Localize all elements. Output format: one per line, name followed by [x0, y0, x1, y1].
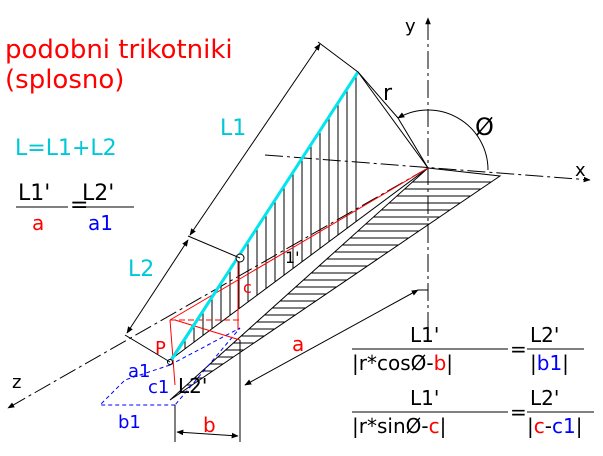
svg-text:L2': L2': [82, 181, 114, 206]
label-L1prime: 1': [285, 248, 300, 267]
svg-text:L2': L2': [530, 323, 559, 347]
dimension-a: [174, 289, 428, 442]
label-L1: L1: [220, 116, 246, 141]
upper-triangle: [169, 71, 429, 361]
formula-2: L1' |r*cosØ-b| = L2' |b1|: [352, 323, 584, 375]
label-c: c: [243, 278, 252, 297]
svg-text:L1': L1': [410, 323, 439, 347]
svg-text:|r*sinØ-c|: |r*sinØ-c|: [352, 414, 446, 438]
title-line1: podobni trikotniki: [5, 35, 233, 65]
label-phi: Ø: [475, 113, 494, 141]
label-a1: a1: [128, 361, 150, 382]
formula-1: L1' a = L2' a1: [16, 181, 134, 235]
label-b: b: [203, 413, 216, 437]
label-a: a: [292, 332, 304, 356]
label-c1: c1: [148, 377, 169, 398]
svg-text:L1': L1': [410, 386, 439, 410]
label-b1: b1: [118, 412, 141, 433]
formula-3: L1' |r*sinØ-c| = L2' |c-c1|: [352, 386, 594, 438]
title-line2: (splosno): [5, 65, 124, 95]
svg-text:|b1|: |b1|: [530, 351, 569, 375]
svg-text:=: =: [510, 400, 527, 424]
small-triangle-blue: [98, 327, 241, 406]
title: podobni trikotniki (splosno): [5, 35, 233, 95]
label-r: r: [383, 81, 393, 106]
label-axis-y: y: [405, 16, 416, 37]
svg-text:a: a: [32, 211, 44, 235]
svg-text:=: =: [70, 193, 88, 218]
line-L-cyan: [168, 71, 360, 363]
svg-text:L1': L1': [18, 181, 50, 206]
svg-text:|c-c1|: |c-c1|: [527, 414, 582, 438]
label-axis-x: x: [575, 160, 586, 181]
label-axis-z: z: [12, 372, 21, 393]
label-L-sum: L=L1+L2: [15, 136, 117, 161]
dimension-L: [124, 41, 359, 363]
label-L2prime: L2': [178, 374, 207, 398]
radius-r: [357, 71, 489, 171]
svg-text:a1: a1: [88, 211, 113, 235]
svg-text:=: =: [510, 337, 527, 361]
svg-text:L2': L2': [530, 386, 559, 410]
label-P: P: [155, 338, 166, 359]
svg-text:|r*cosØ-b|: |r*cosØ-b|: [352, 351, 453, 375]
label-L2: L2: [128, 257, 154, 282]
